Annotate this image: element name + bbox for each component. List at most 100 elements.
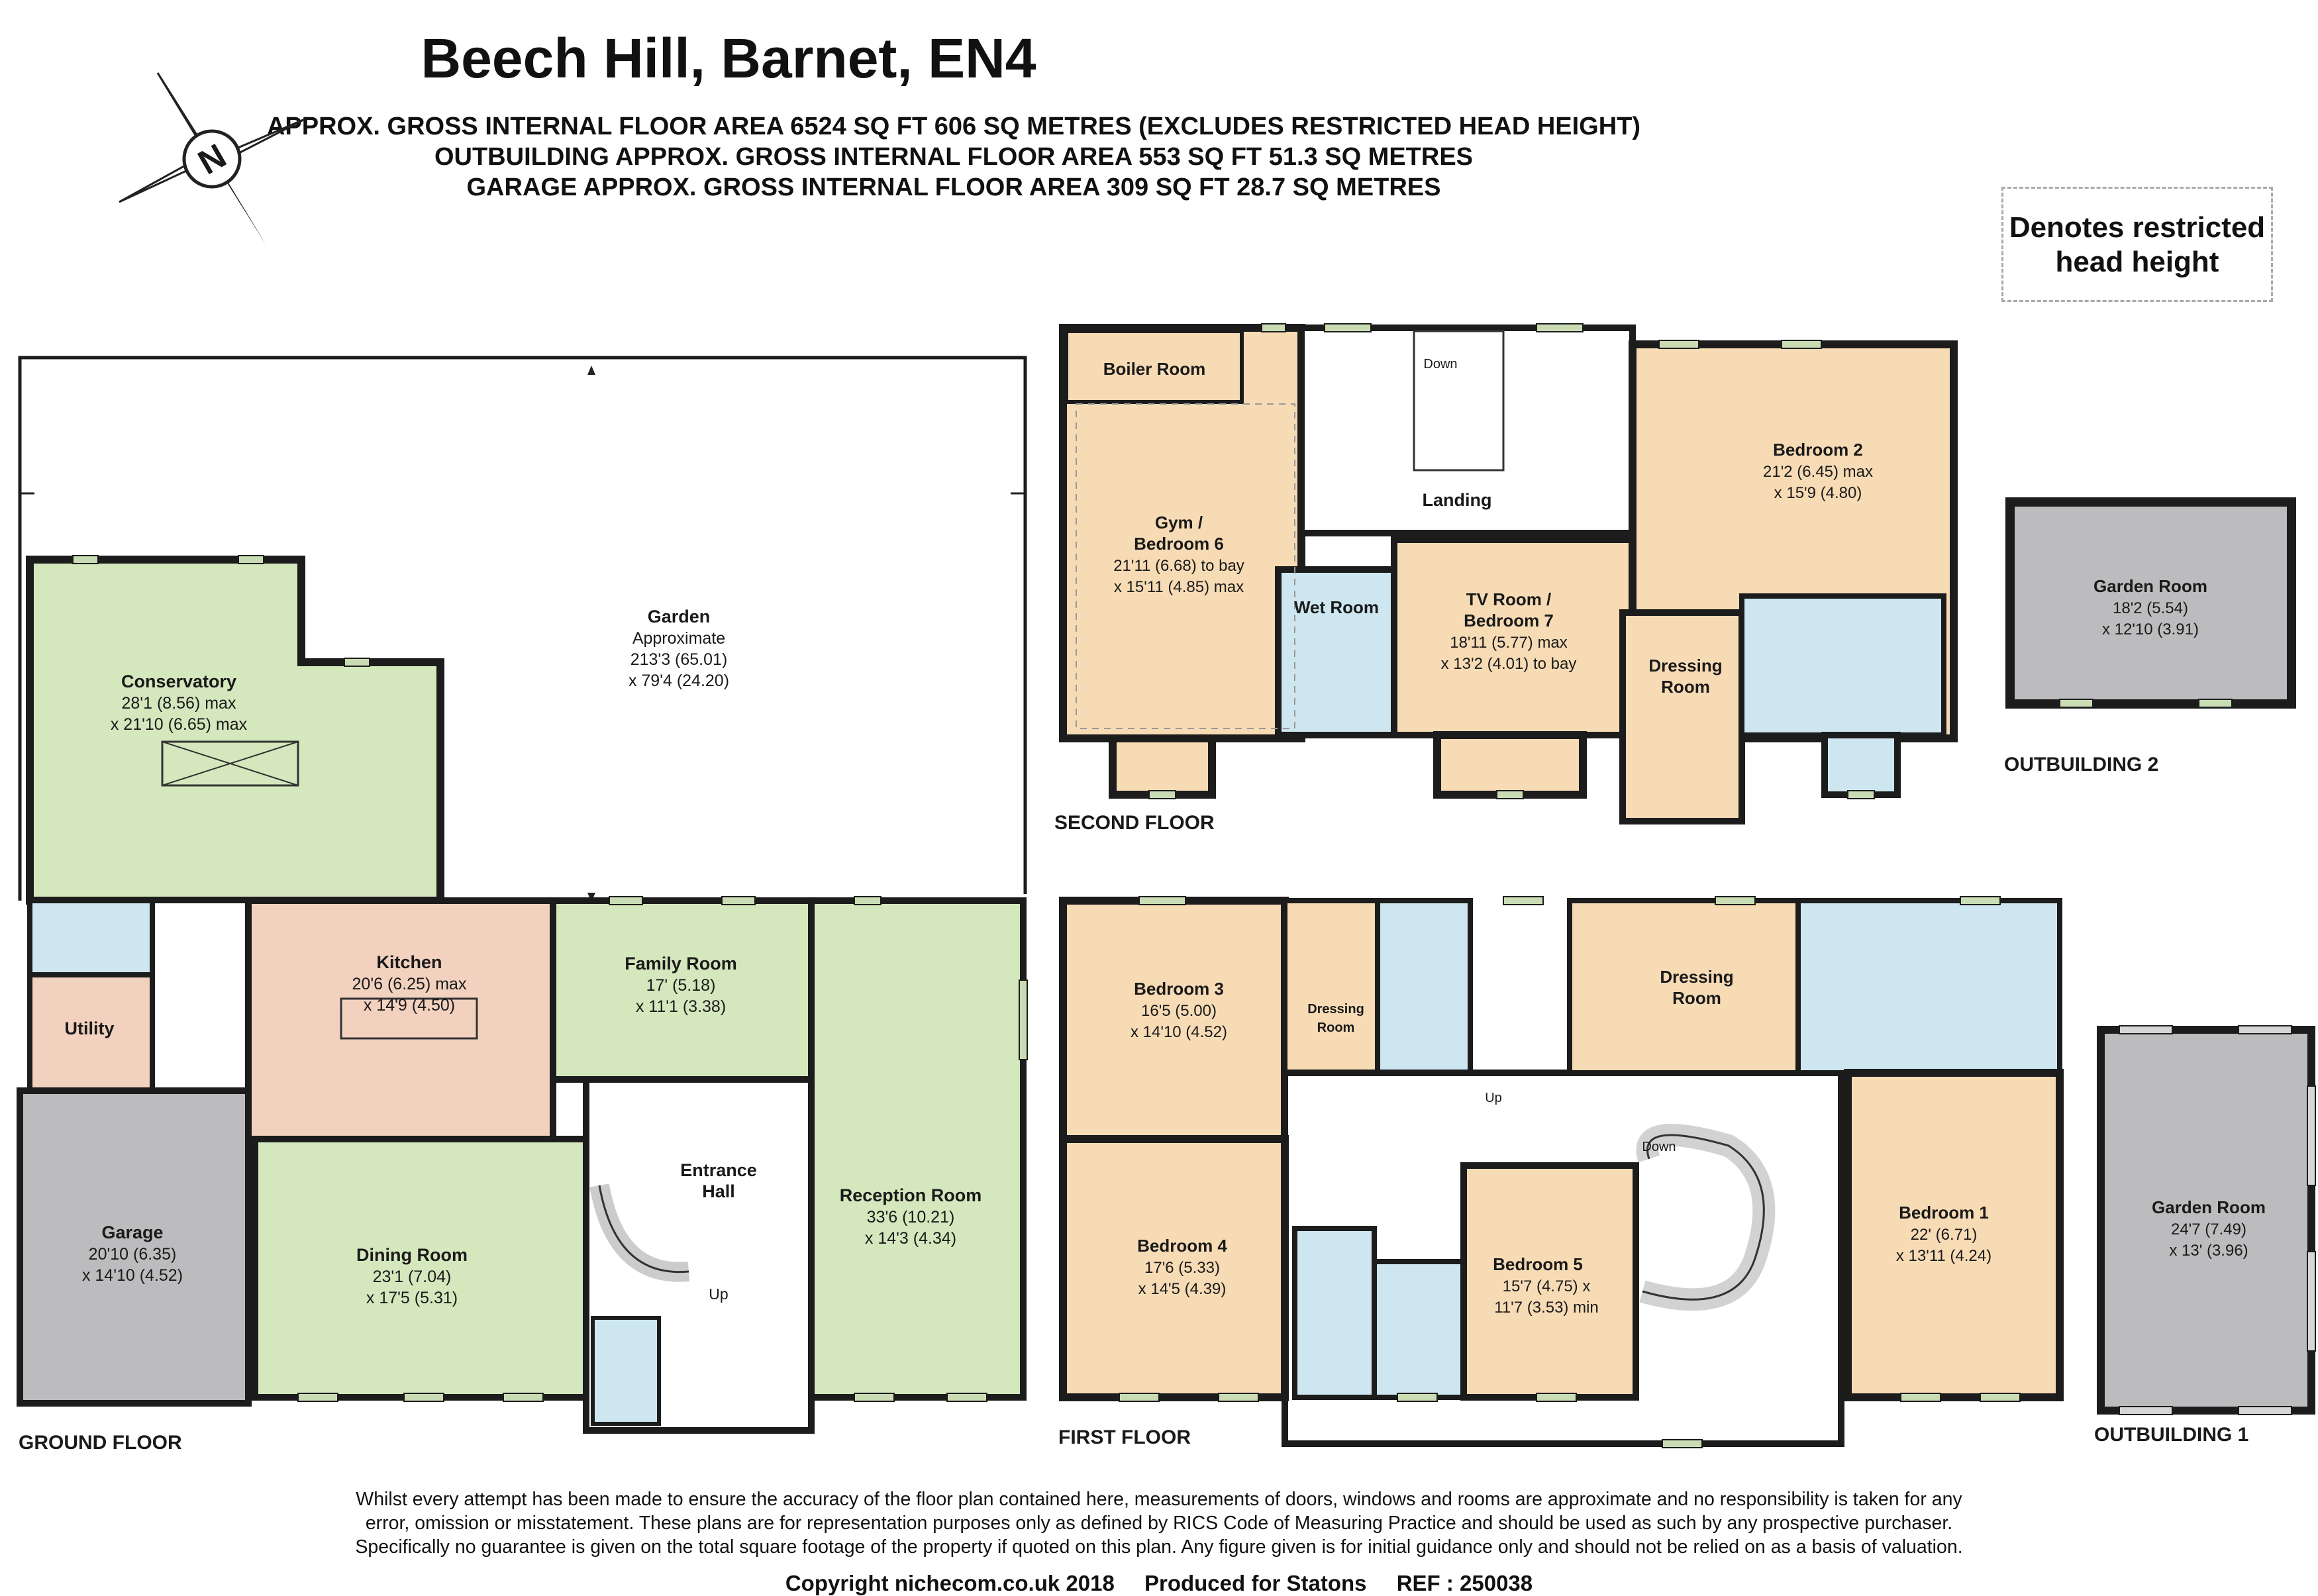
garage-dim1: 20'10 (6.35): [89, 1245, 177, 1264]
dressing-room-small: [1282, 898, 1380, 1075]
tv-room-name1: TV Room /: [1466, 589, 1552, 609]
plan-title: Beech Hill, Barnet, EN4: [421, 27, 1036, 89]
reception-room: [808, 897, 1027, 1401]
kitchen-island: [340, 997, 478, 1040]
kitchen-name: Kitchen: [376, 952, 442, 972]
outbuilding1-garden-room: [2097, 1026, 2315, 1415]
family-room-name: Family Room: [625, 954, 737, 973]
entrance-hall-name2: Hall: [702, 1181, 735, 1201]
compass-icon: N: [119, 72, 305, 245]
disclaimer: Whilst every attempt has been made to en…: [199, 1487, 2119, 1559]
second-staircase: [1413, 330, 1505, 472]
garden-room1-name: Garden Room: [2152, 1197, 2266, 1217]
kitchen-dim1: 20'6 (6.25) max: [352, 975, 467, 993]
roof-lantern: [161, 740, 299, 787]
boiler-room-name: Boiler Room: [1103, 359, 1206, 379]
dining-room-dim1: 23'1 (7.04): [373, 1268, 452, 1286]
bedroom5-dim1: 15'7 (4.75) x: [1503, 1277, 1591, 1295]
bedroom1-dim1: 22' (6.71): [1911, 1226, 1978, 1244]
reception-room-name: Reception Room: [840, 1185, 982, 1205]
gym-dim2: x 15'11 (4.85) max: [1114, 578, 1244, 596]
tv-bay: [1433, 731, 1587, 799]
outbuilding2-garden-room: [2005, 497, 2296, 709]
legend-line-1: Denotes restricted: [2009, 211, 2266, 244]
legend-line-2: head height: [2055, 246, 2219, 278]
garden-room2-dim2: x 12'10 (3.91): [2102, 621, 2199, 638]
garden-room1-dim2: x 13' (3.96): [2169, 1242, 2248, 1260]
garage-dim2: x 14'10 (4.52): [82, 1266, 183, 1285]
conservatory-dim2: x 21'10 (6.65) max: [111, 715, 248, 734]
bedroom3-dim1: 16'5 (5.00): [1141, 1002, 1217, 1020]
reception-room-dim2: x 14'3 (4.34): [865, 1229, 956, 1248]
second-floor: Boiler Room Gym / Bedroom 6 21'11 (6.68)…: [1054, 323, 1958, 834]
family-room: [550, 897, 815, 1083]
entrance-hall-name1: Entrance: [680, 1160, 757, 1180]
bedroom-3: [1059, 897, 1289, 1143]
bedroom3-name: Bedroom 3: [1134, 979, 1224, 999]
gym-name2: Bedroom 6: [1134, 534, 1224, 554]
dining-room: [252, 1136, 589, 1401]
utility-name: Utility: [64, 1019, 114, 1038]
bedroom1-ensuite: [1795, 898, 2062, 1075]
bedroom5-dim2: 11'7 (3.53) min: [1494, 1299, 1599, 1317]
boiler-room: [1064, 329, 1244, 404]
bedroom3-dim2: x 14'10 (4.52): [1131, 1023, 1227, 1041]
bedroom2-dim2: x 15'9 (4.80): [1774, 484, 1862, 502]
floor-area-summary: APPROX. GROSS INTERNAL FLOOR AREA 6524 S…: [0, 111, 1907, 203]
garage-name: Garage: [101, 1222, 163, 1242]
copyright-produced: Produced for Statons: [1144, 1571, 1367, 1595]
ground-floor: Garden Approximate 213'3 (65.01) x 79'4 …: [17, 356, 1028, 1454]
garage: [17, 1087, 252, 1407]
dressing-second-name2: Room: [1661, 677, 1710, 697]
first-floor-label: FIRST FLOOR: [1058, 1426, 1191, 1448]
bedroom4-name: Bedroom 4: [1137, 1236, 1227, 1256]
family-room-dim1: 17' (5.18): [646, 976, 716, 995]
garden-dim2: x 79'4 (24.20): [629, 672, 729, 690]
wet-room-name: Wet Room: [1294, 597, 1379, 617]
first-floor: Bedroom 3 16'5 (5.00) x 14'10 (4.52) Dre…: [1058, 896, 2064, 1448]
garden-room2-name: Garden Room: [2093, 576, 2207, 596]
garden-boundary: [18, 356, 1027, 901]
bedroom3-ensuite: [1375, 898, 1473, 1075]
garden-name: Garden: [648, 607, 711, 626]
wet-room: [1275, 566, 1397, 738]
ensuite-bay: [1821, 732, 1901, 798]
utility-room: [27, 972, 155, 1093]
dining-room-dim2: x 17'5 (5.31): [366, 1289, 458, 1307]
stairs-up-ground: Up: [709, 1285, 728, 1303]
bedroom1-name: Bedroom 1: [1899, 1203, 1989, 1222]
conservatory-dim1: 28'1 (8.56) max: [122, 694, 236, 713]
ground-wc: [27, 898, 155, 977]
bedroom4-dim2: x 14'5 (4.39): [1138, 1280, 1227, 1298]
area-line-outbuilding: OUTBUILDING APPROX. GROSS INTERNAL FLOOR…: [434, 143, 1474, 171]
stairs-down-second: Down: [1423, 357, 1457, 372]
gym-name1: Gym /: [1155, 513, 1203, 532]
dressing-second-name1: Dressing: [1648, 656, 1722, 675]
area-line-main: APPROX. GROSS INTERNAL FLOOR AREA 6524 S…: [266, 113, 1641, 140]
disclaimer-line-2: error, omission or misstatement. These p…: [365, 1513, 1953, 1534]
dining-room-name: Dining Room: [356, 1245, 468, 1265]
outbuildings: Garden Room 18'2 (5.54) x 12'10 (3.91) O…: [2004, 497, 2316, 1446]
gym-dim1: 21'11 (6.68) to bay: [1113, 557, 1244, 575]
stairs-up-first: Up: [1485, 1091, 1502, 1105]
ground-floor-label: GROUND FLOOR: [19, 1432, 182, 1454]
family-room-dim2: x 11'1 (3.38): [636, 997, 726, 1016]
cloakroom: [591, 1316, 661, 1426]
stairs-down-first: Down: [1642, 1140, 1676, 1154]
garden-dim1: 213'3 (65.01): [630, 650, 728, 669]
bedroom2-name: Bedroom 2: [1773, 440, 1863, 460]
bedroom1-dim2: x 13'11 (4.24): [1896, 1247, 1991, 1265]
bedroom2-dim1: 21'2 (6.45) max: [1763, 463, 1873, 481]
copyright-site: Copyright nichecom.co.uk 2018: [785, 1571, 1115, 1595]
dressing-small-name1: Dressing: [1307, 1002, 1364, 1017]
rear-hall: [150, 898, 251, 1093]
garden-room1-dim1: 24'7 (7.49): [2171, 1221, 2246, 1238]
tv-room-dim2: x 13'2 (4.01) to bay: [1441, 655, 1577, 673]
bedroom-1: [1844, 1069, 2064, 1401]
disclaimer-line-1: Whilst every attempt has been made to en…: [356, 1489, 1962, 1510]
jack-jill-bath: [1292, 1226, 1377, 1400]
kitchen: [245, 897, 556, 1142]
reception-room-dim1: 33'6 (10.21): [867, 1208, 955, 1226]
bedroom4-dim1: 17'6 (5.33): [1144, 1259, 1220, 1277]
